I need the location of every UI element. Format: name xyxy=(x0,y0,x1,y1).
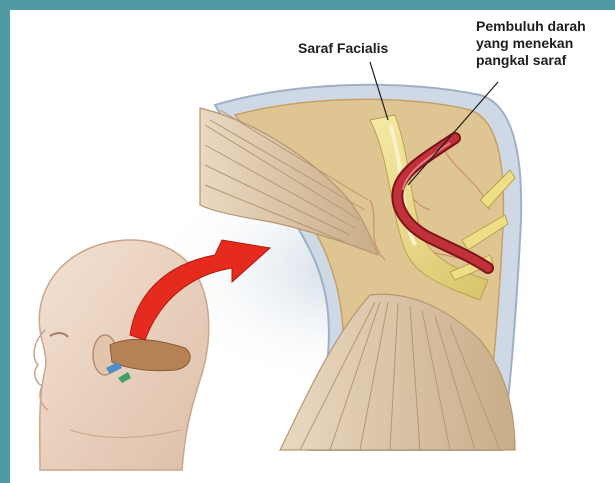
facial-nerve-label: Saraf Facialis xyxy=(298,40,388,57)
illustration-frame: Saraf Facialis Pembuluh darah yang menek… xyxy=(10,10,615,483)
vessel-label-line3: pangkal saraf xyxy=(476,52,566,69)
vessel-label-line1: Pembuluh darah xyxy=(476,18,586,35)
vessel-label-line2: yang menekan xyxy=(476,35,573,52)
illustration xyxy=(10,10,615,483)
